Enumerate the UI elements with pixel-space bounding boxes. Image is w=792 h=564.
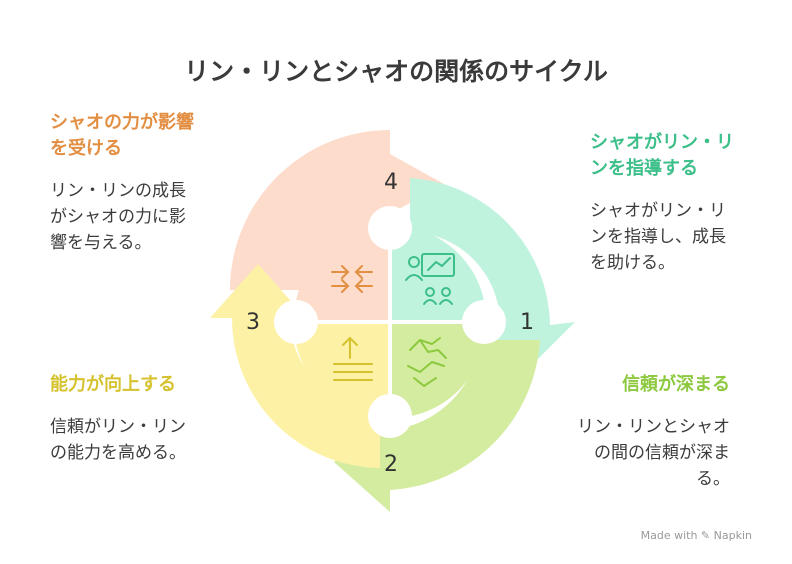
ring-segment-3 [210, 264, 380, 468]
step-number-3: 3 [246, 310, 260, 335]
step-3-block: シャオの力が影響を受ける リン・リンの成長がシャオの力に影響を与える。 [50, 110, 200, 256]
step-description: リン・リンの成長がシャオの力に影響を与える。 [50, 181, 186, 253]
inner-quadrant-2 [392, 324, 486, 418]
handshake-icon [407, 337, 447, 387]
step-heading: シャオがリン・リンを指導する [590, 132, 734, 179]
step-number-2: 2 [384, 452, 398, 477]
upload-icon [333, 336, 373, 381]
inner-quadrant-1 [392, 226, 486, 320]
step-description: シャオがリン・リンを指導し、成長を助ける。 [590, 201, 726, 273]
step-2-block: 能力が向上する 信頼がリン・リンの能力を高める。 [50, 372, 200, 466]
ring-segment-4 [230, 130, 444, 290]
step-heading: 信頼が深まる [622, 374, 730, 395]
step-number-4: 4 [384, 170, 398, 195]
ring-segment-1 [410, 178, 575, 375]
step-1-block: 信頼が深まる リン・リンとシャオの間の信頼が深まる。 [570, 372, 730, 492]
step-4-block: シャオがリン・リンを指導する シャオがリン・リンを指導し、成長を助ける。 [590, 130, 740, 276]
step-description: 信頼がリン・リンの能力を高める。 [50, 417, 186, 463]
made-with-napkin-link[interactable]: Made with ✎ Napkin [640, 529, 752, 542]
presentation-icon [405, 253, 455, 305]
ring-segment-2 [334, 340, 540, 512]
step-heading: 能力が向上する [50, 374, 176, 395]
page-title: リン・リンとシャオの関係のサイクル [184, 57, 608, 86]
step-description: リン・リンとシャオの間の信頼が深まる。 [577, 417, 730, 489]
compress-arrows-icon [331, 265, 373, 293]
step-heading: シャオの力が影響を受ける [50, 112, 194, 159]
step-number-1: 1 [520, 310, 534, 335]
